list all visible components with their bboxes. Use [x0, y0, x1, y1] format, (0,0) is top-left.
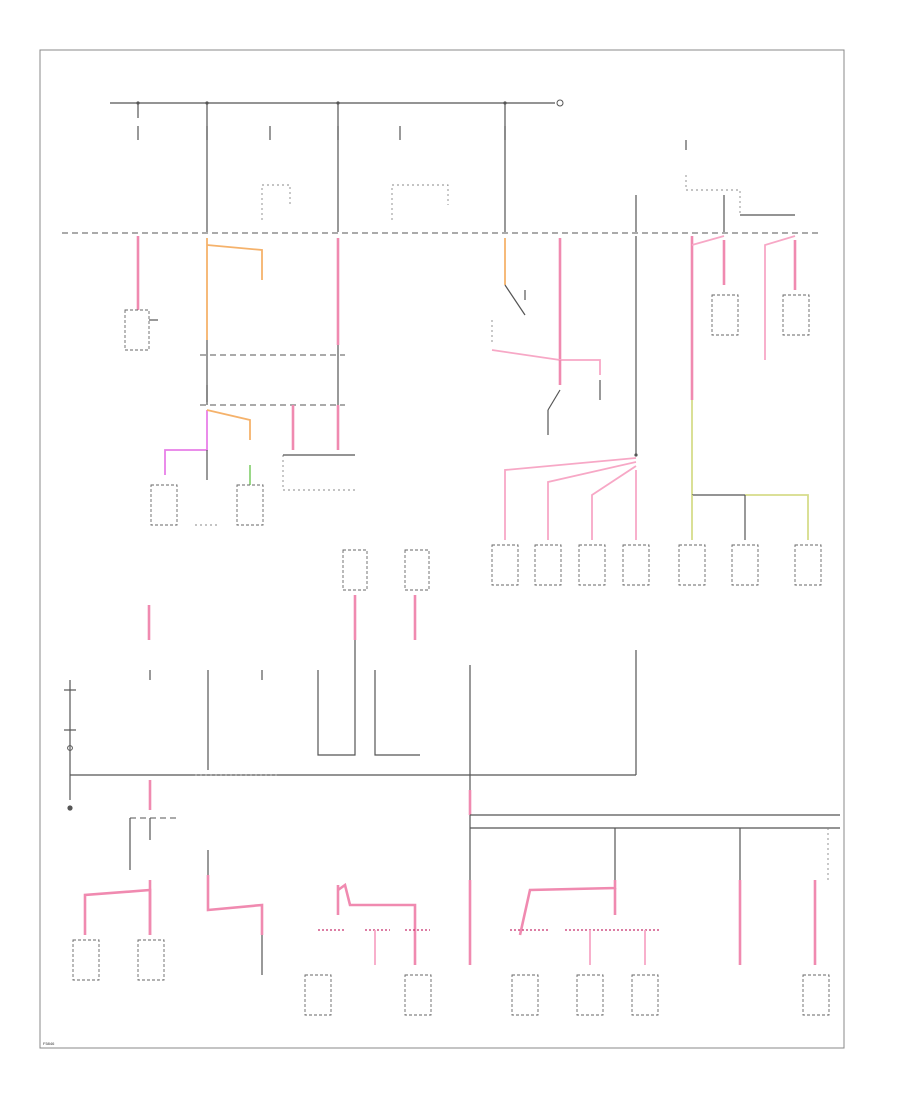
upper-right-fuses [635, 140, 795, 232]
left-upper-circuits [124, 236, 355, 526]
bottom-circuits [72, 850, 830, 1016]
right-upper-circuits [491, 235, 810, 540]
diagram-frame [39, 49, 845, 1049]
left-ground-stack [64, 680, 76, 811]
figure-code: F5846 [43, 1041, 55, 1046]
lower-bus [129, 780, 840, 880]
component-row-middle [491, 544, 822, 586]
middle-circuits [70, 549, 637, 790]
top-power-bus [110, 99, 564, 232]
fuse-row [137, 126, 506, 220]
